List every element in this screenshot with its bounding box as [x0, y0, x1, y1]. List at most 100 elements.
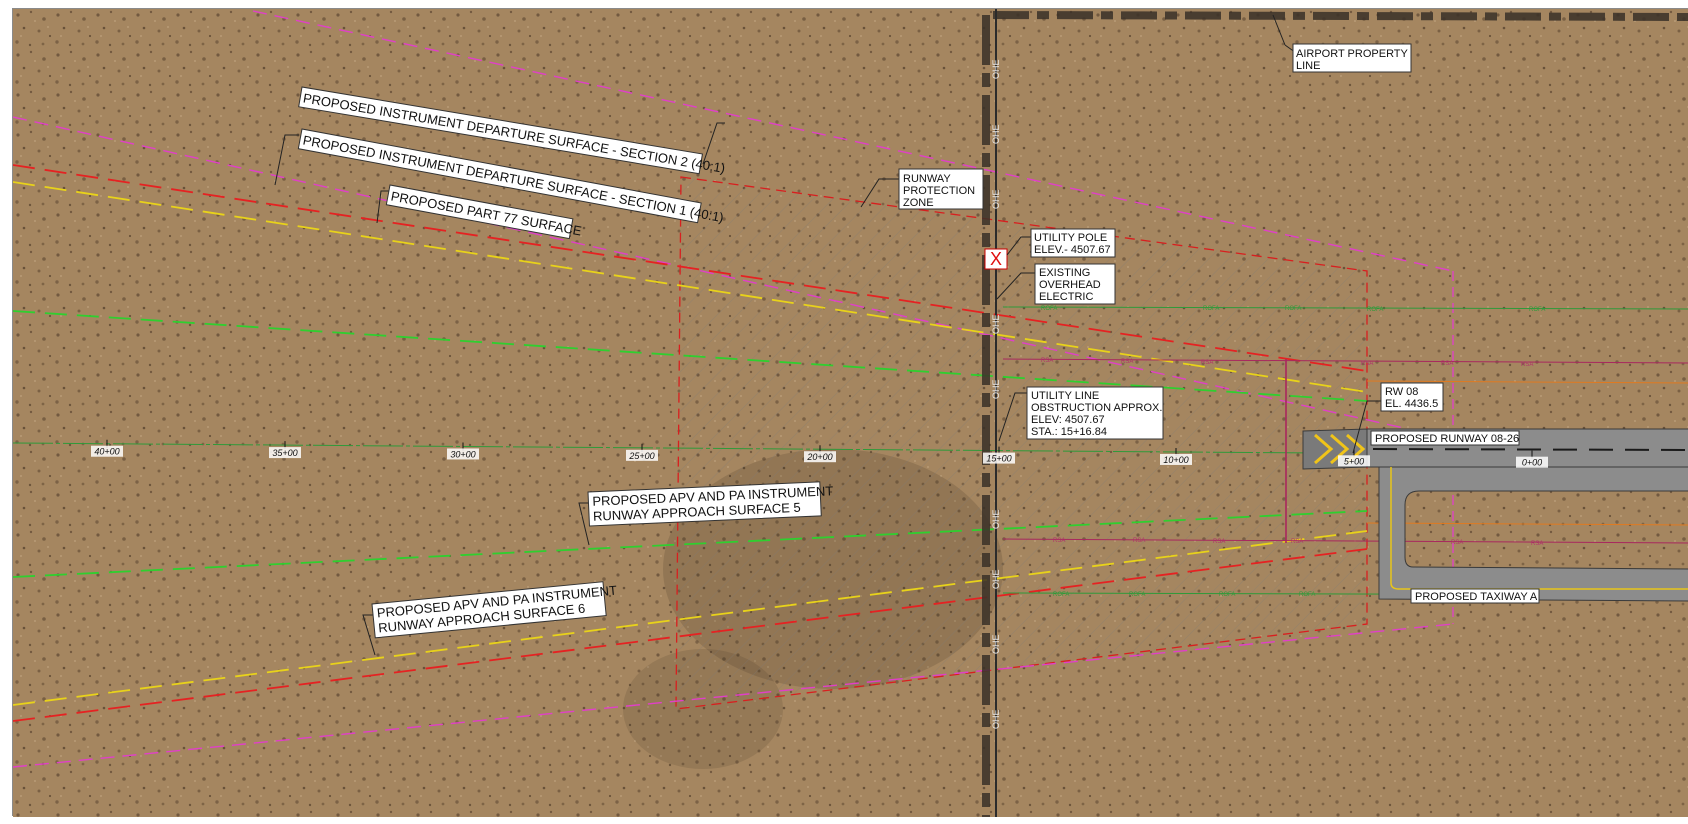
station-label-bg — [447, 448, 479, 460]
rsa-tag: RSA — [1291, 539, 1303, 545]
ofa-tag: ROFA — [1299, 592, 1315, 598]
leader-line — [362, 614, 376, 656]
approach-surface5-upper-line — [13, 310, 1368, 402]
red-x-icon-box — [984, 248, 1008, 270]
rw08-label-box — [1380, 382, 1444, 412]
approach-surface6-label-box — [371, 581, 607, 639]
chevron-mark — [1314, 433, 1334, 465]
label-line: RUNWAY — [903, 173, 951, 185]
departure-section1-label-box — [297, 128, 702, 224]
rsa-tag: RSA — [1053, 538, 1065, 544]
red-x-icon: X — [990, 249, 1002, 269]
rsa-tag: RSA — [1121, 359, 1133, 365]
rpz-boundary — [675, 176, 1368, 710]
label-line: PROTECTION — [903, 185, 975, 197]
station-label: 30+00 — [450, 449, 475, 459]
ohe-tag: OHE — [991, 124, 1001, 144]
label-line: STA.: 15+16.84 — [1031, 426, 1107, 438]
station-label-bg — [1338, 455, 1370, 467]
station-label-bg — [983, 452, 1015, 464]
ohe-tag: OHE — [991, 59, 1001, 79]
departure-section2-label-box — [298, 86, 704, 175]
approach-surface5-label-box — [587, 481, 822, 527]
station-label: 40+00 — [94, 447, 119, 457]
part77-upper-line — [13, 164, 1368, 372]
ofa-tag: ROFA — [1219, 592, 1235, 598]
rw08-label: RW 08 EL. 4436.5 — [1385, 386, 1438, 410]
rpz-label-box — [898, 168, 984, 210]
leader-line — [1006, 236, 1033, 256]
label-line: RW 08 — [1385, 386, 1418, 398]
ohe-tag: OHE — [991, 569, 1001, 589]
overhead-electric-label: EXISTING OVERHEAD ELECTRIC — [1039, 267, 1104, 303]
rpz-hatch-area — [676, 177, 1367, 709]
leader-line — [578, 502, 591, 546]
ofa-tag: ROFA — [1041, 306, 1057, 312]
label-line: OVERHEAD — [1039, 279, 1101, 291]
approach-surface5-lower-line — [13, 510, 1368, 578]
ofa-tag: ROFA — [1129, 592, 1145, 598]
utility-line-obstruction-label-box — [1026, 386, 1164, 440]
rsa-tag: RSA — [1133, 538, 1145, 544]
approach-surface6-lower-line — [13, 530, 1368, 706]
label-line: AIRPORT PROPERTY — [1296, 48, 1409, 60]
label-line: OBSTRUCTION APPROX. — [1031, 402, 1162, 414]
rsa-tag: RSA — [1521, 362, 1533, 368]
overhead-electric-label-box — [1034, 263, 1116, 305]
label-line: LINE — [1296, 60, 1320, 72]
label-line: EL. 4436.5 — [1385, 398, 1438, 410]
ofa-tag: ROFA — [1203, 306, 1219, 312]
ofz-upper-line — [1366, 380, 1688, 384]
utility-pole-label: UTILITY POLE ELEV.- 4507.67 — [1034, 232, 1111, 256]
runway-centerline-extension — [13, 442, 1314, 454]
ofa-upper-line — [1002, 306, 1688, 310]
rsa-tag: RSA — [1213, 539, 1225, 545]
ohe-tag: OHE — [991, 314, 1001, 334]
proposed-runway-label: PROPOSED RUNWAY 08-26 — [1375, 433, 1519, 445]
rsa-tag: RSA — [1451, 540, 1463, 546]
ofa-tag: ROFA — [1367, 307, 1383, 313]
proposed-taxiway-label: PROPOSED TAXIWAY A — [1415, 591, 1538, 603]
airport-property-line-label-box — [1292, 43, 1412, 73]
rsa-tag: RSA — [1201, 360, 1213, 366]
approach-surface6-upper-line — [13, 181, 1368, 393]
utility-line-obstruction-label: UTILITY LINE OBSTRUCTION APPROX. ELEV: 4… — [1031, 390, 1165, 438]
station-label: 0+00 — [1522, 458, 1542, 468]
leader-line — [274, 134, 299, 186]
label-line: ELEV: 4507.67 — [1031, 414, 1105, 426]
chevron-mark — [1330, 433, 1350, 465]
departure-surface-section1-line — [13, 116, 1454, 440]
departure-surface-section2-line — [252, 10, 1454, 272]
rsa-tag: RSA — [1441, 361, 1453, 367]
station-label-bg — [804, 451, 836, 463]
station-label-bg — [626, 449, 658, 461]
leader-line — [1352, 400, 1383, 454]
station-label-bg — [1160, 453, 1192, 465]
rsa-lower-line — [1002, 538, 1688, 544]
station-label: 5+00 — [1344, 456, 1364, 466]
label-line: ELEV.- 4507.67 — [1034, 244, 1111, 256]
station-label: 15+00 — [986, 454, 1011, 464]
airport-property-line-horizontal — [992, 11, 1688, 21]
ohe-tag: OHE — [991, 379, 1001, 399]
ohe-tag: OHE — [991, 634, 1001, 654]
station-label: 10+00 — [1163, 455, 1188, 465]
label-line: UTILITY LINE — [1031, 390, 1099, 402]
leader-line — [996, 272, 1037, 300]
label-line: UTILITY POLE — [1034, 232, 1107, 244]
part77-lower-line — [13, 548, 1368, 722]
part77-label-box — [385, 184, 574, 240]
taxiway-name-box — [1410, 588, 1540, 604]
station-label-bg — [269, 447, 301, 459]
utility-pole-label-box — [1030, 228, 1116, 258]
rsa-upper-line — [1002, 358, 1688, 364]
plan-canvas: RSA RSA RSA RSA RSA RSA RSA RSA RSA RSA … — [13, 9, 1688, 817]
label-line: EXISTING — [1039, 267, 1090, 279]
rpz-label: RUNWAY PROTECTION ZONE — [903, 173, 978, 209]
station-label-bg — [91, 445, 123, 457]
leader-line — [998, 392, 1029, 442]
leader-line — [702, 122, 725, 165]
leader-line — [1272, 14, 1286, 46]
ofa-tag: ROFA — [1053, 592, 1069, 598]
